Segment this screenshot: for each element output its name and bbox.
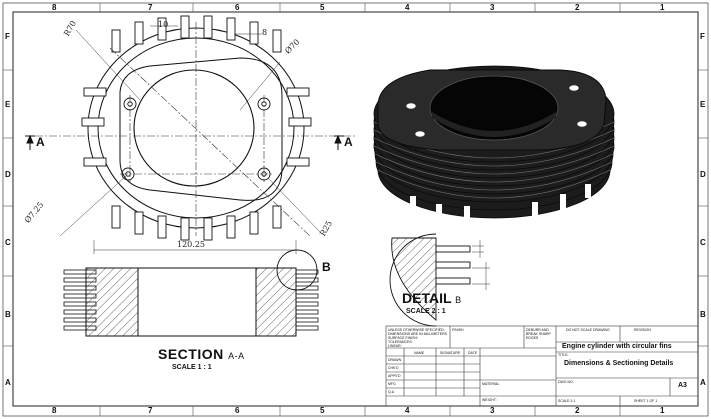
zone-col-5-top: 5 bbox=[320, 3, 325, 12]
tb-title-label: TITLE: bbox=[558, 353, 569, 357]
zone-row-e-left: E bbox=[5, 100, 11, 109]
tb-deburr: DEBURR AND BREAK SHARP EDGES bbox=[526, 328, 551, 340]
tb-note-2: DIMENSIONS ARE IN MILLIMETERS bbox=[388, 332, 447, 336]
dim-fin-gap: 10 bbox=[158, 20, 169, 29]
section-arrow-label-left: A bbox=[36, 135, 45, 149]
zone-col-3-top: 3 bbox=[490, 3, 495, 12]
tb-sheet: SHEET 1 OF 1 bbox=[634, 399, 658, 403]
zone-col-2-bottom: 2 bbox=[575, 406, 580, 415]
section-arrows bbox=[25, 134, 344, 150]
zone-row-f-left: F bbox=[5, 32, 10, 41]
tb-project-title: Engine cylinder with circular fins bbox=[562, 343, 672, 350]
dim-width: 120.25 bbox=[177, 240, 205, 249]
tb-role-mfg: MFG bbox=[388, 382, 396, 386]
zone-row-a-left: A bbox=[5, 378, 11, 387]
tb-note-3: SURFACE FINISH: bbox=[388, 336, 418, 340]
zone-row-a-right: A bbox=[700, 378, 706, 387]
tb-header-date: DATE bbox=[468, 351, 478, 355]
detail-scale: SCALE 2 : 1 bbox=[406, 308, 446, 315]
fin-slots bbox=[81, 15, 312, 241]
tb-deburr-1: DEBURR AND bbox=[526, 328, 549, 332]
section-scale: SCALE 1 : 1 bbox=[172, 364, 212, 371]
zone-row-e-right: E bbox=[700, 100, 706, 109]
top-bore bbox=[429, 75, 559, 141]
tb-material: MATERIAL: bbox=[482, 382, 501, 386]
tb-note-4: TOLERANCES: bbox=[388, 340, 413, 344]
zone-row-b-left: B bbox=[5, 310, 11, 319]
dim-fin-width: 8 bbox=[262, 28, 268, 37]
cylinder-3d bbox=[373, 65, 615, 222]
zone-col-4-top: 4 bbox=[405, 3, 410, 12]
tb-note-1: UNLESS OTHERWISE SPECIFIED: bbox=[388, 328, 445, 332]
zone-col-6-bottom: 6 bbox=[235, 406, 240, 415]
tb-header-name: NAME bbox=[414, 351, 425, 355]
zone-col-7-top: 7 bbox=[148, 3, 153, 12]
title-block-grid bbox=[385, 325, 699, 407]
zone-row-c-right: C bbox=[700, 238, 706, 247]
tb-role-qa: Q.A bbox=[388, 390, 395, 394]
tb-deburr-3: EDGES bbox=[526, 336, 539, 340]
zone-col-1-top: 1 bbox=[660, 3, 665, 12]
zone-col-8-bottom: 8 bbox=[52, 406, 57, 415]
section-title-text: SECTION bbox=[158, 346, 224, 362]
detail-title: DETAIL B bbox=[402, 290, 461, 306]
zone-row-f-right: F bbox=[700, 32, 705, 41]
tb-role-appvd: APPV'D bbox=[388, 374, 401, 378]
tb-dwg-no: DWG NO. bbox=[558, 380, 574, 384]
zone-col-8-top: 8 bbox=[52, 3, 57, 12]
zone-col-1-bottom: 1 bbox=[660, 406, 665, 415]
tb-size: A3 bbox=[678, 382, 687, 389]
section-view bbox=[63, 249, 319, 337]
tb-role-drawn: DRAWN bbox=[388, 358, 402, 362]
tb-scale: SCALE:1:1 bbox=[558, 399, 576, 403]
bore-circle bbox=[133, 69, 255, 187]
tb-deburr-2: BREAK SHARP bbox=[526, 332, 551, 336]
zone-col-4-bottom: 4 bbox=[405, 406, 410, 415]
zone-row-c-left: C bbox=[5, 238, 11, 247]
zone-col-2-top: 2 bbox=[575, 3, 580, 12]
flange-outline bbox=[119, 57, 283, 201]
detail-circle bbox=[276, 249, 318, 291]
tb-header-signature: SIGNATURE bbox=[440, 351, 461, 355]
detail-view bbox=[389, 233, 490, 327]
detail-title-suffix: B bbox=[455, 295, 462, 305]
detail-title-text: DETAIL bbox=[402, 290, 452, 306]
tb-notes: UNLESS OTHERWISE SPECIFIED: DIMENSIONS A… bbox=[388, 328, 447, 348]
zone-row-b-right: B bbox=[700, 310, 706, 319]
tb-role-chkd: CHK'D bbox=[388, 366, 399, 370]
zone-col-7-bottom: 7 bbox=[148, 406, 153, 415]
section-wall-left bbox=[85, 267, 139, 337]
zone-col-6-top: 6 bbox=[235, 3, 240, 12]
section-title: SECTION A-A bbox=[158, 346, 245, 362]
zone-row-d-right: D bbox=[700, 170, 706, 179]
tb-finish: FINISH bbox=[452, 328, 464, 332]
detail-ref-label: B bbox=[322, 260, 331, 274]
tb-weight: WEIGHT: bbox=[482, 398, 497, 402]
zone-col-5-bottom: 5 bbox=[320, 406, 325, 415]
zone-row-d-left: D bbox=[5, 170, 11, 179]
zone-col-3-bottom: 3 bbox=[490, 406, 495, 415]
tb-revision: REVISION bbox=[634, 328, 651, 332]
tb-note-5: LINEAR: bbox=[388, 344, 402, 348]
section-arrow-label-right: A bbox=[344, 135, 353, 149]
tb-sheet-title: Dimensions & Sectioning Details bbox=[564, 360, 674, 367]
tb-do-not-scale: DO NOT SCALE DRAWING bbox=[566, 328, 610, 332]
section-title-suffix: A-A bbox=[228, 351, 245, 361]
front-view bbox=[25, 15, 355, 254]
section-wall-right bbox=[255, 267, 297, 337]
